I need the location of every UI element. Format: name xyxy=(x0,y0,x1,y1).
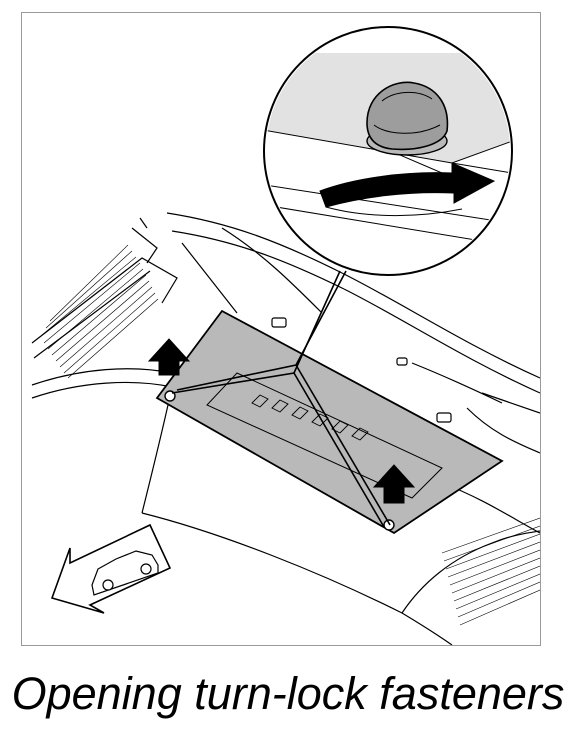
fastener-right xyxy=(383,519,395,531)
figure-caption: Opening turn-lock fasteners xyxy=(11,668,565,719)
vehicle-body xyxy=(31,212,540,645)
front-car-direction-arrow-icon xyxy=(50,523,172,614)
upward-arrow-icon xyxy=(372,464,416,504)
detail-magnifier xyxy=(263,26,513,276)
left-grille xyxy=(41,244,159,379)
callout-leader-lines xyxy=(171,270,391,528)
luggage-compartment-illustration xyxy=(31,26,540,645)
right-grille xyxy=(441,517,540,626)
illustration-frame xyxy=(21,12,541,646)
upward-arrow-icon xyxy=(147,338,191,376)
turn-lock-knob-icon xyxy=(366,81,449,156)
rotation-arrow-icon xyxy=(319,162,496,217)
